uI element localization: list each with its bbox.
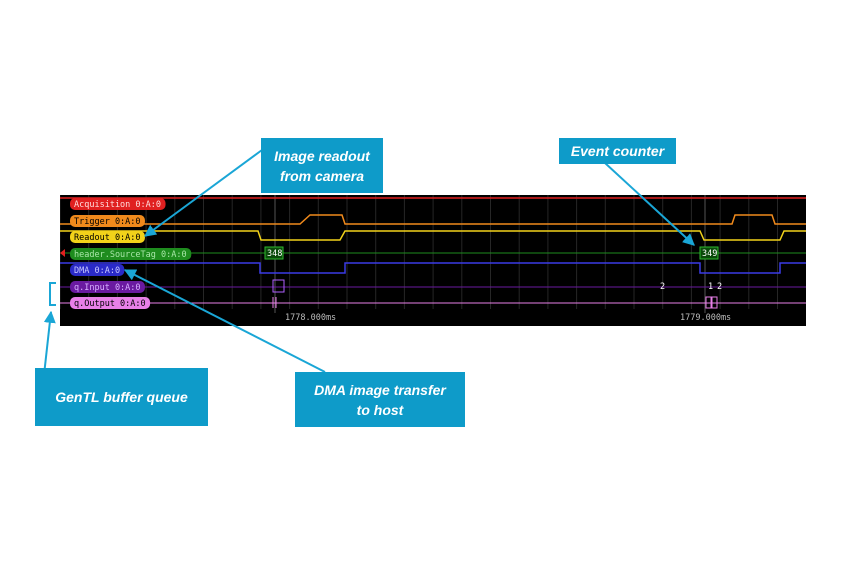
grid xyxy=(60,195,778,313)
expand-arrow-icon[interactable] xyxy=(60,249,65,257)
dma-callout: DMA image transfer to host xyxy=(295,372,465,427)
signal-label[interactable]: Readout 0:A:0 xyxy=(70,231,145,243)
event-counter-callout: Event counter xyxy=(559,138,676,164)
signal-label[interactable]: q.Output 0:A:0 xyxy=(70,297,151,309)
signal-name: Acquisition 0:A:0 xyxy=(74,200,161,210)
gentl-arrow xyxy=(43,310,56,376)
signal-label-bg xyxy=(70,264,125,276)
output-queue-box xyxy=(705,296,712,309)
signal-label[interactable]: DMA 0:A:0 xyxy=(70,264,125,276)
signal-label-bg xyxy=(70,281,145,293)
input-queue-value: 2 xyxy=(660,282,665,292)
source-tag-value: 349 xyxy=(702,249,717,259)
signal-name: q.Output 0:A:0 xyxy=(74,299,146,309)
gentl-bracket xyxy=(49,282,56,306)
readout-callout: Image readout from camera xyxy=(261,138,383,193)
signal-label-bg xyxy=(70,231,145,243)
output-queue-box xyxy=(711,296,718,309)
dma-trace xyxy=(60,262,806,274)
signal-name: q.Input 0:A:0 xyxy=(74,283,141,293)
signal-label-bg xyxy=(70,198,166,210)
signal-label[interactable]: header.SourceTag 0:A:0 xyxy=(70,248,192,260)
readout-arrow xyxy=(144,149,263,237)
source-tag-value-box xyxy=(264,246,284,260)
input-queue-value: 2 xyxy=(717,282,722,292)
signal-label-bg xyxy=(70,248,192,260)
time-marker: 1779.000ms xyxy=(680,313,731,323)
dma-arrow xyxy=(123,269,326,373)
gentl-callout: GenTL buffer queue xyxy=(35,368,208,426)
input-queue-trace: 2 1 2 xyxy=(60,279,806,293)
input-queue-value: 1 xyxy=(708,282,713,292)
time-marker: 1778.000ms xyxy=(285,313,336,323)
signal-name: header.SourceTag 0:A:0 xyxy=(74,250,187,260)
input-queue-box xyxy=(272,279,285,293)
source-tag-value-box xyxy=(699,246,719,260)
output-queue-trace xyxy=(60,296,806,309)
signal-label-bg xyxy=(70,215,145,227)
signal-name: DMA 0:A:0 xyxy=(74,266,120,276)
signal-label[interactable]: Acquisition 0:A:0 xyxy=(70,198,166,210)
readout-trace xyxy=(60,230,806,241)
signal-name: Readout 0:A:0 xyxy=(74,233,141,243)
signal-label-bg xyxy=(70,297,151,309)
signal-label[interactable]: Trigger 0:A:0 xyxy=(70,215,145,227)
signal-name: Trigger 0:A:0 xyxy=(74,217,141,227)
source-tag-value: 348 xyxy=(267,249,282,259)
trigger-trace xyxy=(60,214,806,225)
event-counter-arrow xyxy=(604,162,695,246)
signal-label[interactable]: q.Input 0:A:0 xyxy=(70,281,145,293)
